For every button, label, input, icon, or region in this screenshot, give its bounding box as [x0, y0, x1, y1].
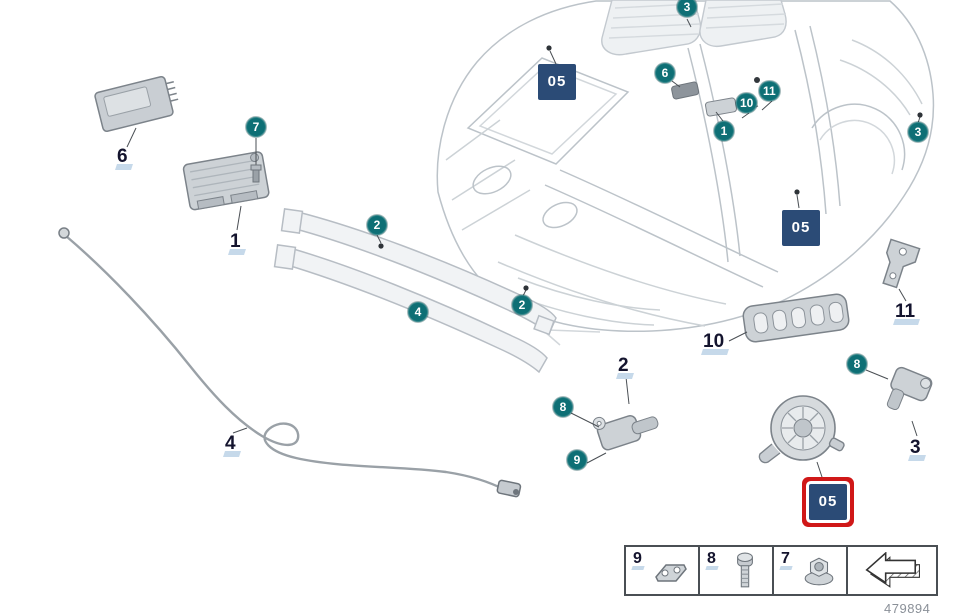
part-1-ecu-art [182, 151, 270, 211]
badge-05-top[interactable]: 05 [538, 64, 576, 100]
legend-table: 9 8 7 [624, 545, 938, 596]
flange-nut-icon [804, 557, 834, 585]
seats-art [601, 0, 787, 56]
part-label-10[interactable]: 10 [700, 331, 728, 355]
legend-cell-9[interactable]: 9 [626, 547, 700, 594]
part-3-sensor-art [886, 366, 933, 411]
badge-05-highlighted[interactable]: 05 [809, 484, 847, 520]
callout-1-floor[interactable]: 1 [714, 121, 734, 141]
callout-9-sensor2[interactable]: 9 [567, 450, 587, 470]
part-10-airbag-art [742, 293, 850, 343]
part-6-module-art [94, 75, 179, 133]
doc-number: 479894 [884, 601, 931, 613]
car-body-art [436, 0, 935, 346]
callout-8-sensor3[interactable]: 8 [847, 354, 867, 374]
legend-cell-arrow [848, 547, 936, 594]
callout-11-pillar[interactable]: 11 [759, 81, 780, 101]
legend-cell-8[interactable]: 8 [700, 547, 774, 594]
legend-number-7: 7 [780, 551, 792, 570]
badge-05-middle[interactable]: 05 [782, 210, 820, 246]
callout-7-screw[interactable]: 7 [246, 117, 266, 137]
direction-arrow-icon [865, 551, 920, 588]
front-bumper-art [273, 208, 557, 374]
part-label-1[interactable]: 1 [227, 231, 245, 255]
legend-number-9: 9 [632, 551, 644, 570]
screw-7-art [250, 138, 262, 183]
hood-cable-art [58, 227, 522, 498]
part-2-sensor-art [592, 415, 659, 451]
siren-part-art [758, 395, 845, 464]
legend-cell-7[interactable]: 7 [774, 547, 848, 594]
part-label-4[interactable]: 4 [222, 433, 240, 457]
callout-4-bumper[interactable]: 4 [408, 302, 428, 322]
part-label-11[interactable]: 11 [892, 301, 919, 325]
callout-3-right[interactable]: 3 [908, 122, 928, 142]
clamp-icon [655, 563, 687, 582]
callout-2-front-left[interactable]: 2 [367, 215, 387, 235]
part-11-bracket-art [882, 238, 921, 289]
callout-6-seat[interactable]: 6 [655, 63, 675, 83]
callout-10-pillar[interactable]: 10 [736, 93, 758, 113]
part-label-2[interactable]: 2 [615, 355, 633, 379]
part-label-3[interactable]: 3 [907, 437, 925, 461]
legend-number-8: 8 [706, 551, 718, 570]
mount-dots [378, 45, 923, 291]
part-label-6[interactable]: 6 [114, 146, 132, 170]
callout-2-front-mid[interactable]: 2 [512, 295, 532, 315]
callout-8-sensor2[interactable]: 8 [553, 397, 573, 417]
callout-3-top[interactable]: 3 [677, 0, 697, 17]
bolt-icon [737, 552, 753, 587]
